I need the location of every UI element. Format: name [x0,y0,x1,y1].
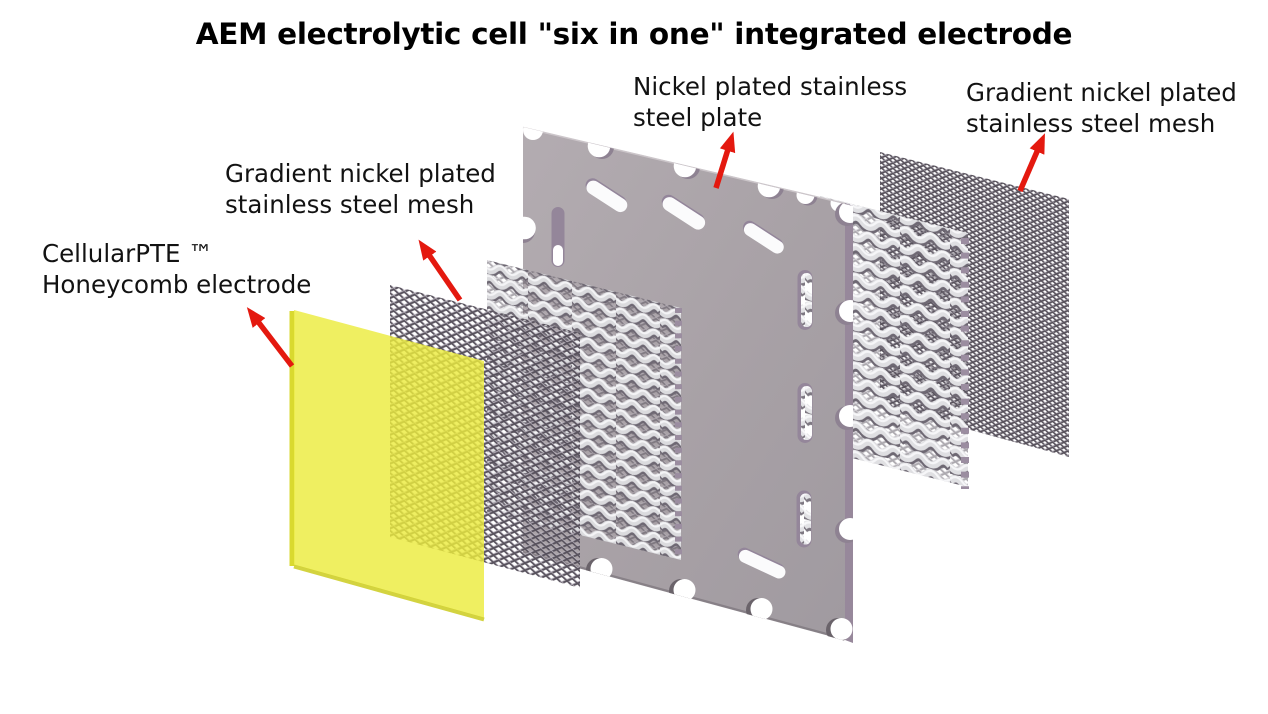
label-line: steel plate [633,103,763,132]
callout-arrows [246,131,1045,368]
arrow-honeycomb [246,307,295,368]
arrow-plate [713,131,736,189]
label-line: Honeycomb electrode [42,270,312,299]
label-line: Gradient nickel plated [966,78,1237,107]
label-honeycomb-electrode: CellularPTE ™ Honeycomb electrode [42,238,311,300]
corrugated-mesh-right [820,196,969,489]
figure-title: AEM electrolytic cell "six in one" integ… [195,17,1073,51]
honeycomb-electrode [289,310,485,622]
label-steel-plate: Nickel plated stainless steel plate [633,71,907,133]
label-line: stainless steel mesh [225,190,475,219]
arrow-mesh-left [418,239,463,302]
arrow-mesh-right [1017,133,1045,193]
label-gradient-mesh-right: Gradient nickel plated stainless steel m… [966,77,1237,139]
plate-slots [551,178,813,579]
label-line: stainless steel mesh [966,109,1216,138]
label-line: Nickel plated stainless [633,72,908,101]
label-gradient-mesh-left: Gradient nickel plated stainless steel m… [225,158,496,220]
label-line: CellularPTE ™ [42,239,213,268]
label-line: Gradient nickel plated [225,159,496,188]
